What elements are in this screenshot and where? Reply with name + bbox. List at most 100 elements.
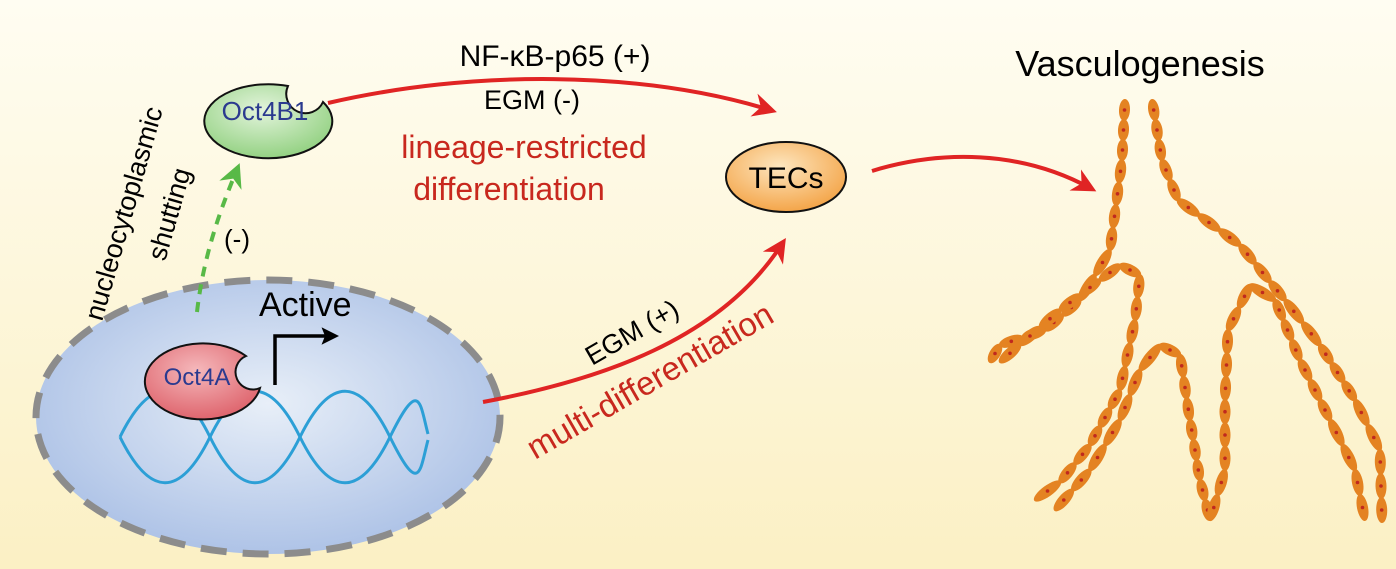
cell-nucleus-dot	[1200, 488, 1205, 492]
cell-nucleus-dot	[1207, 220, 1211, 225]
cell-nucleus-dot	[1347, 455, 1351, 460]
oct4a-label: Oct4A	[164, 364, 231, 391]
cell-nucleus-dot	[1123, 405, 1127, 410]
cell-nucleus-dot	[1155, 128, 1159, 132]
shutting-minus-label: (-)	[224, 224, 250, 254]
nucleus	[32, 276, 504, 558]
cell-nucleus-dot	[1121, 128, 1126, 132]
oct4b1-protein	[203, 83, 334, 160]
cell-nucleus-dot	[1151, 108, 1156, 112]
cell-nucleus-dot	[1183, 385, 1187, 390]
cell-nucleus-dot	[1212, 505, 1216, 510]
cell-nucleus-dot	[1379, 484, 1383, 488]
cell-nucleus-dot	[1130, 329, 1135, 334]
cell-nucleus-dot	[1110, 430, 1115, 435]
cell-nucleus-dot	[1186, 407, 1191, 412]
cell-nucleus-dot	[1137, 284, 1141, 289]
cell-nucleus-dot	[1133, 380, 1137, 385]
lineage-arrow	[327, 77, 777, 117]
cell-nucleus-dot	[1109, 237, 1114, 241]
cell-nucleus-dot	[1118, 169, 1123, 174]
cell-nucleus-dot	[1095, 455, 1100, 460]
cell-nucleus-dot	[1292, 309, 1296, 314]
cell-nucleus-dot	[1134, 307, 1139, 311]
cell-nucleus-dot	[1303, 368, 1307, 372]
vasculogenesis-label: Vasculogenesis	[1015, 43, 1265, 84]
cell-nucleus-dot	[1120, 376, 1125, 381]
cell-nucleus-dot	[1115, 192, 1120, 196]
cell-nucleus-dot	[1231, 317, 1236, 321]
active-transcription-arrow	[273, 327, 339, 385]
cell-nucleus-dot	[1186, 205, 1191, 210]
cell-nucleus-dot	[1100, 260, 1105, 265]
cell-nucleus-dot	[1379, 508, 1384, 512]
cell-nucleus-dot	[1113, 397, 1117, 402]
cell-nucleus-dot	[1128, 268, 1132, 272]
cell-nucleus-dot	[1008, 351, 1012, 356]
cell-nucleus-dot	[1068, 300, 1072, 305]
cell-nucleus-dot	[1168, 348, 1172, 352]
lineage-label-line1: lineage-restricted	[401, 129, 646, 165]
cell-nucleus-dot	[1335, 370, 1340, 375]
cell-nucleus-dot	[1227, 235, 1232, 240]
cell-nucleus-dot	[1275, 289, 1280, 293]
cell-nucleus-dot	[1347, 389, 1351, 393]
cell-nucleus-dot	[1260, 270, 1265, 275]
cell-nucleus-dot	[1028, 334, 1032, 338]
cell-nucleus-dot	[1062, 498, 1066, 502]
cell-nucleus-dot	[1193, 448, 1197, 452]
cell-nucleus-dot	[993, 351, 997, 356]
oct4b1-label: Oct4B1	[222, 96, 309, 126]
cell-nucleus-dot	[1125, 353, 1130, 357]
cell-nucleus-dot	[1360, 505, 1365, 510]
egm-negative-label: EGM (-)	[484, 85, 580, 115]
cell-nucleus-dot	[1080, 452, 1085, 457]
cell-nucleus-dot	[1103, 415, 1107, 420]
multi-arrow	[482, 237, 786, 404]
cell-nucleus-dot	[1196, 468, 1201, 472]
cell-nucleus-dot	[1323, 408, 1327, 412]
cell-nucleus-dot	[1224, 363, 1229, 367]
cell-nucleus-dot	[1359, 410, 1364, 415]
cell-nucleus-dot	[1065, 471, 1070, 475]
cell-nucleus-dot	[1355, 480, 1360, 485]
cell-nucleus-dot	[1260, 290, 1265, 295]
cell-nucleus-dot	[1223, 409, 1227, 414]
vasculogenesis-arrow	[871, 154, 1097, 192]
cell-nucleus-dot	[1334, 430, 1339, 435]
lineage-label-line2: differentiation	[413, 171, 605, 207]
cell-nucleus-dot	[1179, 364, 1184, 368]
cell-nucleus-dot	[1294, 348, 1298, 352]
oct4a-protein	[143, 342, 262, 421]
active-label: Active	[259, 286, 352, 324]
cell-nucleus-dot	[1245, 252, 1250, 256]
cell-nucleus-dot	[1313, 388, 1317, 392]
cell-nucleus-dot	[1189, 428, 1194, 432]
cell-nucleus-dot	[1277, 308, 1281, 312]
cell-nucleus-dot	[1324, 352, 1328, 357]
cell-nucleus-dot	[1112, 214, 1117, 219]
cell-nucleus-dot	[1223, 456, 1227, 461]
cell-nucleus-dot	[1158, 148, 1163, 152]
cell-nucleus-dot	[1223, 386, 1228, 391]
cell-nucleus-dot	[1079, 478, 1084, 482]
cell-nucleus-dot	[1088, 285, 1092, 290]
vessel-network	[987, 99, 1388, 523]
shutting-arrow	[195, 163, 242, 313]
cell-nucleus-dot	[1093, 434, 1097, 438]
cell-nucleus-dot	[1120, 148, 1125, 152]
cell-nucleus-dot	[1378, 460, 1383, 464]
cell-nucleus-dot	[1122, 108, 1127, 112]
cell-nucleus-dot	[1048, 316, 1052, 321]
cell-nucleus-dot	[1309, 332, 1314, 336]
cell-nucleus-dot	[1009, 339, 1014, 344]
cell-nucleus-dot	[1148, 355, 1152, 360]
cell-nucleus-dot	[1285, 328, 1290, 332]
cell-nucleus-dot	[1242, 294, 1247, 299]
cell-nucleus-dot	[1164, 168, 1168, 172]
cell-nucleus-dot	[1045, 489, 1050, 493]
nfkb-label: NF-κB-p65 (+)	[460, 40, 651, 73]
dna-strand-2	[118, 390, 430, 484]
